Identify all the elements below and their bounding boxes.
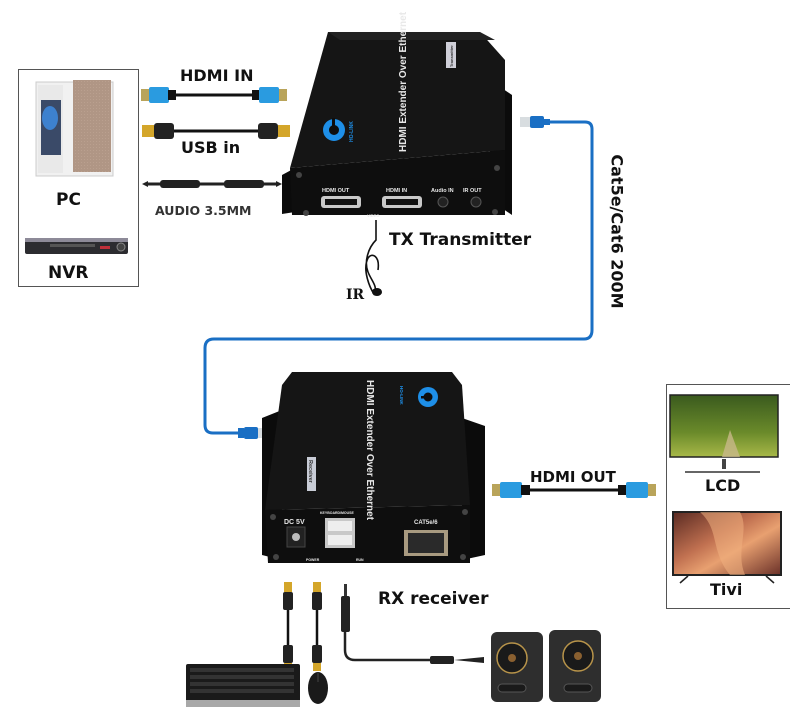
source-devices-frame [18, 69, 139, 287]
lcd-label: LCD [705, 476, 741, 495]
svg-text:HDMI IN: HDMI IN [386, 188, 407, 194]
displays-frame [666, 384, 790, 609]
svg-text:IR OUT: IR OUT [463, 188, 482, 194]
ir-label: IR [346, 287, 365, 303]
svg-text:HO-LINK: HO-LINK [349, 121, 355, 142]
svg-text:KEYBOARD/MOUSE: KEYBOARD/MOUSE [320, 511, 355, 515]
rx-receiver-label: RX receiver [378, 589, 489, 609]
tv-label: Tivi [710, 580, 743, 599]
svg-text:HDMI Extender Over Ethernet: HDMI Extender Over Ethernet [364, 380, 375, 521]
svg-text:HO-LINK: HO-LINK [399, 386, 404, 405]
tx-device-text: HDMI Extender Over Ethernet [398, 11, 409, 152]
tx-transmitter-label: TX Transmitter [389, 230, 532, 250]
svg-text:Transmitter: Transmitter [449, 45, 454, 67]
svg-text:DC 5V: DC 5V [284, 519, 305, 526]
pc-label: PC [56, 190, 81, 210]
svg-text:HDMI OUT: HDMI OUT [322, 188, 350, 194]
hdmi-in-label: HDMI IN [180, 66, 254, 85]
svg-text:VIDEO: VIDEO [367, 213, 379, 218]
usb-in-label: USB in [181, 138, 241, 157]
hdmi-out-label: HDMI OUT [530, 468, 616, 486]
svg-text:POWER: POWER [306, 558, 320, 562]
audio-label: AUDIO 3.5MM [155, 203, 252, 218]
svg-text:RUN: RUN [356, 558, 364, 562]
nvr-label: NVR [48, 263, 89, 283]
svg-text:Receiver: Receiver [307, 460, 313, 484]
svg-text:Audio IN: Audio IN [431, 188, 454, 194]
svg-text:CAT5e/6: CAT5e/6 [414, 520, 438, 526]
